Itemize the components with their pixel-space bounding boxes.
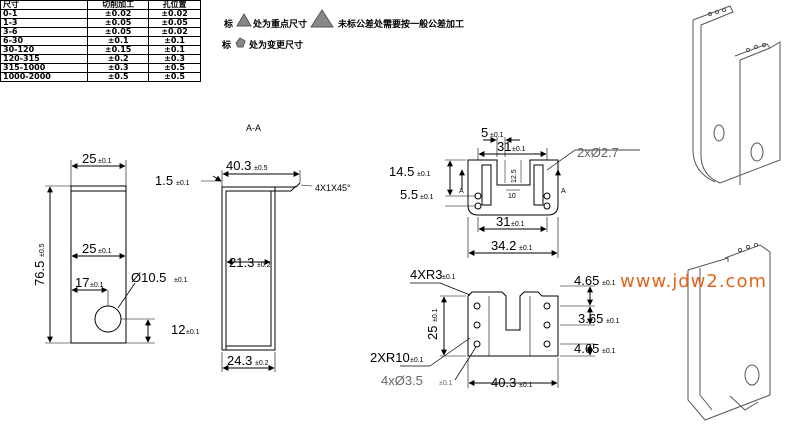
table-row: 0-1±0.02±0.02 bbox=[0, 9, 201, 19]
general-tolerance-triangle-icon bbox=[310, 9, 334, 28]
watermark-url: www.jdw2.com bbox=[620, 271, 767, 292]
dim-4x-hole: 4xØ3.5 bbox=[381, 373, 423, 388]
isometric-view-bottom bbox=[687, 242, 771, 421]
dim-3-65-tol: ±0.1 bbox=[606, 318, 620, 325]
note-changed-dim-prefix: 标 bbox=[222, 41, 232, 51]
dim-14-5: 14.5 bbox=[389, 164, 414, 179]
side-view bbox=[45, 160, 155, 344]
dim-hole-dia-tol: ±0.1 bbox=[174, 277, 188, 284]
dim-25-mid: 25 bbox=[82, 241, 96, 256]
dim-25-flat-tol: ±0.1 bbox=[432, 308, 439, 322]
key-dimension-triangle-icon bbox=[236, 13, 252, 27]
dim-1-5-tol: ±0.1 bbox=[176, 180, 190, 187]
dim-4xr3-tol: ±0.1 bbox=[442, 274, 456, 281]
dim-4x-hole-tol: ±0.1 bbox=[439, 380, 453, 387]
dim-34-2: 34.2 bbox=[491, 238, 516, 253]
dim-21-3-tol: ±0.2 bbox=[257, 262, 271, 269]
chamfer-note: 4X1X45° bbox=[315, 183, 351, 193]
tolerance-table: 尺寸 切削加工 孔位置 0-1±0.02±0.02 1-3±0.05±0.05 … bbox=[0, 0, 201, 82]
dim-4-65-top-tol: ±0.1 bbox=[602, 280, 616, 287]
dim-3-65: 3.65 bbox=[578, 311, 603, 326]
dim-5: 5 bbox=[481, 125, 488, 140]
section-view bbox=[201, 170, 313, 372]
dim-31-bottom-tol: ±0.1 bbox=[511, 221, 525, 228]
dim-24-3: 24.3 bbox=[227, 353, 252, 368]
dim-40-3-flat: 40.3 bbox=[491, 375, 516, 390]
dim-2x-hole: 2xØ2.7 bbox=[577, 145, 619, 160]
note-key-dim-prefix: 标 bbox=[224, 20, 234, 30]
cell: ±0.5 bbox=[148, 72, 201, 82]
dim-5-5: 5.5 bbox=[400, 187, 418, 202]
dim-1-5: 1.5 bbox=[155, 173, 173, 188]
dim-14-5-tol: ±0.1 bbox=[417, 171, 431, 178]
isometric-view-top bbox=[692, 5, 781, 185]
dim-31-top-tol: ±0.1 bbox=[512, 146, 526, 153]
legend-symbols bbox=[235, 9, 334, 48]
top-view bbox=[445, 137, 640, 258]
dim-17-tol: ±0.1 bbox=[90, 282, 104, 289]
dim-40-3-section-tol: ±0.5 bbox=[254, 165, 268, 172]
table-row: 1000-2000±0.5±0.5 bbox=[0, 72, 201, 82]
dim-31-top: 31 bbox=[497, 139, 511, 154]
flat-pattern-view bbox=[400, 282, 595, 388]
dim-12: 12 bbox=[171, 322, 185, 337]
dim-25-mid-tol: ±0.1 bbox=[98, 248, 112, 255]
dim-10: 10 bbox=[508, 193, 516, 200]
dim-2xr10: 2XR10 bbox=[370, 350, 410, 365]
dim-5-5-tol: ±0.1 bbox=[420, 194, 434, 201]
dim-2xr10-tol: ±0.1 bbox=[410, 357, 424, 364]
section-mark-right: A bbox=[561, 188, 566, 195]
cell: ±0.5 bbox=[87, 72, 150, 82]
dim-4-65-bottom-tol: ±0.1 bbox=[602, 348, 616, 355]
section-mark-left: A bbox=[459, 188, 464, 195]
dim-40-3-section: 40.3 bbox=[226, 158, 251, 173]
cell: 1000-2000 bbox=[0, 72, 89, 82]
dim-25-top-tol: ±0.1 bbox=[98, 158, 112, 165]
note-key-dim-text: 处为重点尺寸 bbox=[253, 20, 308, 30]
dim-76-5-tol: ±0.5 bbox=[39, 243, 46, 257]
note-changed-dim-text: 处为变更尺寸 bbox=[249, 41, 304, 51]
changed-dimension-pentagon-icon bbox=[235, 37, 246, 48]
dim-25-top: 25 bbox=[82, 151, 96, 166]
dim-31-bottom: 31 bbox=[496, 214, 510, 229]
dim-5-tol: ±0.1 bbox=[490, 132, 504, 139]
dim-4xr3: 4XR3 bbox=[410, 267, 443, 282]
dim-4-65-bottom: 4.65 bbox=[574, 341, 599, 356]
dim-12-tol: ±0.1 bbox=[186, 329, 200, 336]
section-label: A-A bbox=[246, 123, 261, 133]
dim-40-3-flat-tol: ±0.1 bbox=[519, 382, 533, 389]
dim-34-2-tol: ±0.1 bbox=[519, 245, 533, 252]
dim-17: 17 bbox=[75, 275, 89, 290]
dim-21-3: 21.3 bbox=[229, 255, 254, 270]
dim-hole-dia: Ø10.5 bbox=[131, 270, 166, 285]
dim-76-5: 76.5 bbox=[32, 261, 47, 286]
dim-4-65-top: 4.65 bbox=[574, 273, 599, 288]
note-general-tolerance: 未标公差处需要按一般公差加工 bbox=[338, 20, 465, 30]
dim-24-3-tol: ±0.2 bbox=[255, 360, 269, 367]
dim-12-5: 12.5 bbox=[511, 169, 518, 183]
dim-25-flat: 25 bbox=[425, 326, 440, 340]
